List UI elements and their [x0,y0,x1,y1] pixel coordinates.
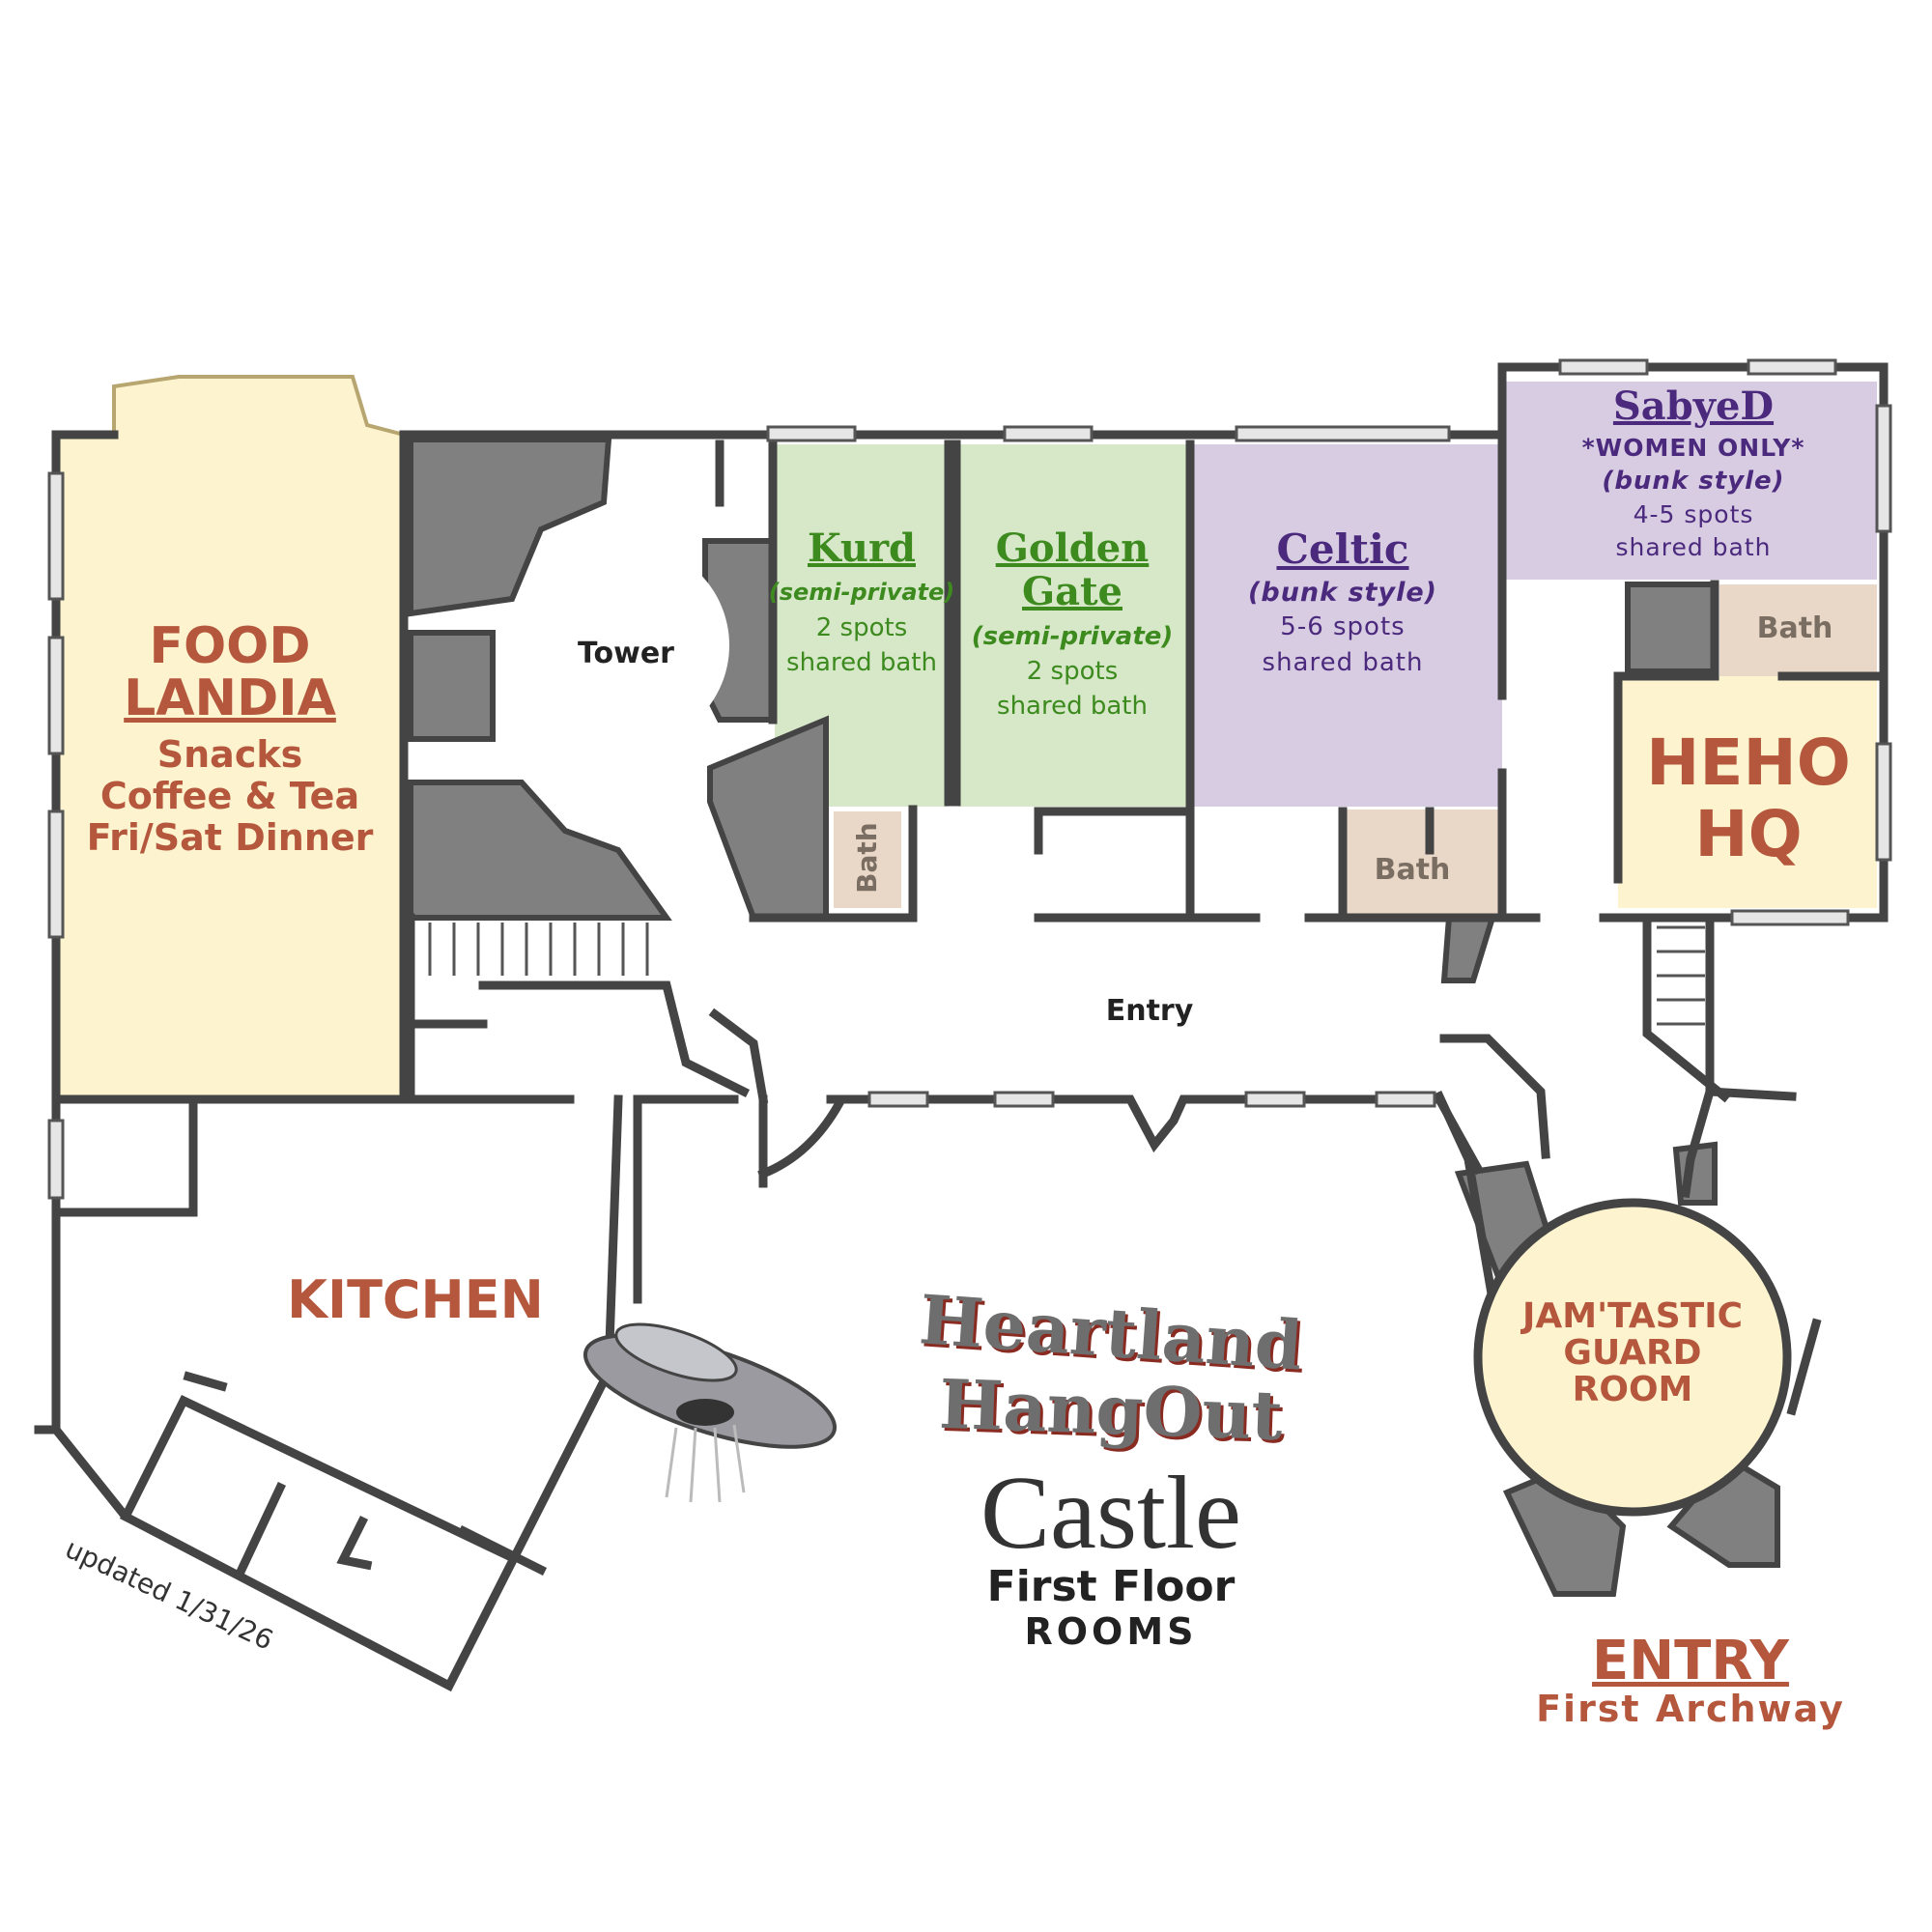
heho-title-2: HQ [1694,797,1803,871]
celtic-type: (bunk style) [1248,578,1437,608]
entry-title: ENTRY [1592,1630,1789,1692]
golden-gate-title-1: Golden [995,526,1150,571]
foodlandia-item-2: Coffee & Tea [99,775,360,817]
title-line-2: HangOut [937,1363,1285,1457]
entry-hall-label: Entry [1105,994,1194,1028]
windows [47,358,1892,1200]
sabyed-type: (bunk style) [1602,467,1785,496]
walls [34,362,1889,1692]
tower-label: Tower [578,637,674,670]
guard-room-label-1: JAM'TASTIC [1521,1296,1744,1336]
golden-gate-type: (semi-private) [971,622,1174,651]
sabyed-spots: 4-5 spots [1633,500,1754,528]
bath-label-celtic: Bath [1374,853,1451,887]
foodlandia-title-2: LANDIA [124,669,336,727]
entry-subtitle: First Archway [1536,1688,1845,1730]
bath-label-sabyed: Bath [1756,611,1833,645]
heho-title-1: HEHO [1646,725,1851,800]
tower-room[interactable] [526,544,729,747]
bath-kurd[interactable] [834,811,901,908]
bath-celtic[interactable] [1343,810,1499,916]
guard-room-label-3: ROOM [1572,1370,1693,1409]
floor-title: First Floor [986,1562,1236,1611]
bath-label-kurd: Bath [850,822,883,894]
celtic-room[interactable] [1193,444,1502,807]
kurd-title: Kurd [807,526,917,571]
golden-gate-room[interactable] [958,444,1188,807]
foodlandia-item-3: Fri/Sat Dinner [86,816,374,859]
golden-gate-spots: 2 spots [1026,657,1119,686]
heho-room[interactable] [1618,676,1877,908]
sabyed-room[interactable] [1502,382,1877,580]
golden-gate-title-2: Gate [1021,569,1123,614]
kitchen-label: KITCHEN [287,1269,544,1330]
ufo-icon [582,1322,838,1503]
guard-room-label-2: GUARD [1563,1333,1702,1373]
bath-sabyed[interactable] [1719,584,1877,676]
kurd-spots: 2 spots [815,613,908,642]
golden-gate-bath: shared bath [997,692,1148,721]
foodlandia-item-1: Snacks [156,733,303,776]
sabyed-bath: shared bath [1615,533,1772,561]
castle-title: Castle [980,1456,1241,1571]
celtic-bath: shared bath [1262,648,1424,677]
kurd-bath: shared bath [786,648,937,677]
sabyed-restriction: *WOMEN ONLY* [1581,434,1805,462]
foodlandia-title-1: FOOD [149,617,311,675]
celtic-spots: 5-6 spots [1280,612,1406,641]
stairs [428,923,1705,1026]
celtic-title: Celtic [1276,526,1409,573]
sabyed-title: SabyeD [1612,384,1775,429]
guard-room[interactable] [1473,1198,1792,1517]
rooms-title: ROOMS [1024,1610,1198,1653]
kurd-type: (semi-private) [768,579,955,606]
